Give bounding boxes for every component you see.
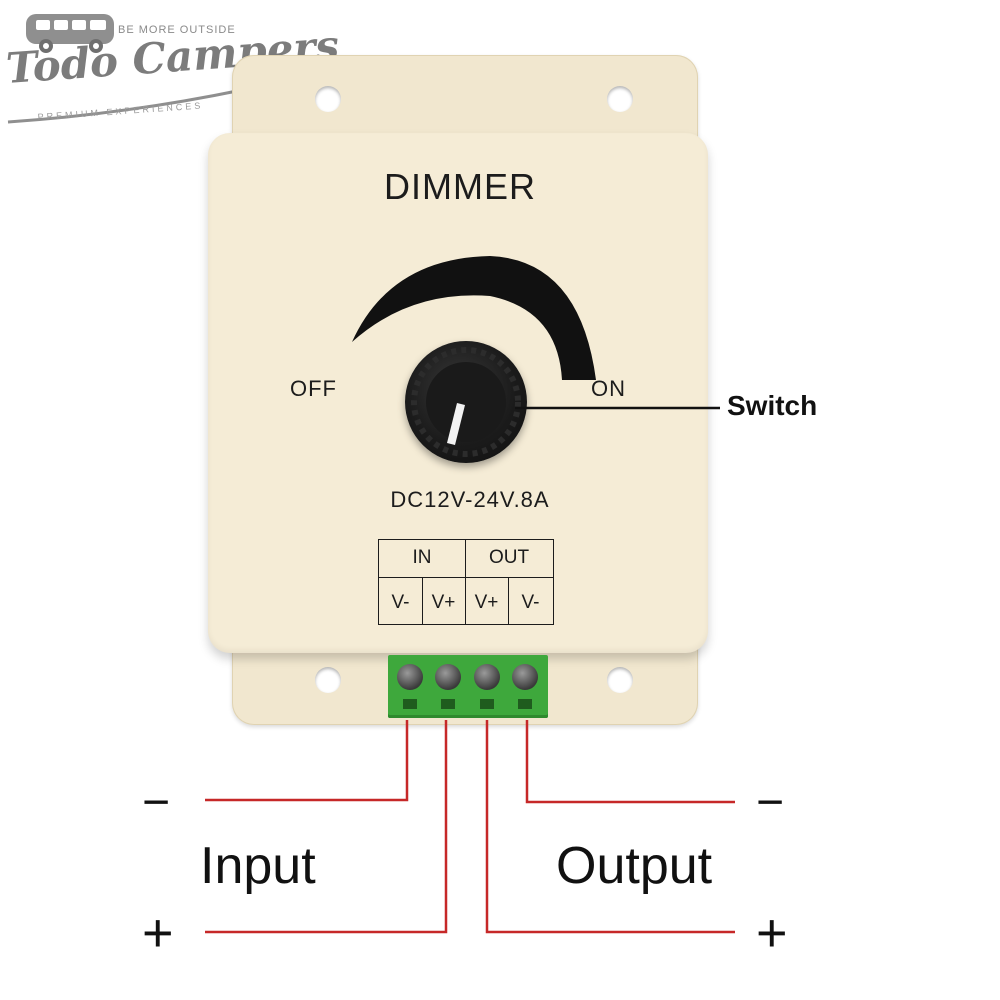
device-title: DIMMER bbox=[384, 166, 536, 207]
logo-tagline-top: BE MORE OUTSIDE bbox=[118, 24, 236, 36]
dimmer-knob[interactable] bbox=[405, 341, 527, 463]
table-divider bbox=[508, 577, 509, 624]
screw-terminal-block bbox=[388, 655, 548, 718]
output-negative-wire bbox=[525, 720, 735, 804]
screw-icon bbox=[512, 664, 538, 690]
knob-indicator bbox=[447, 403, 465, 445]
screw-icon bbox=[435, 664, 461, 690]
off-label: OFF bbox=[290, 376, 337, 401]
logo-swoosh bbox=[7, 88, 243, 124]
switch-label: Switch bbox=[727, 390, 818, 421]
screw-icon bbox=[474, 664, 500, 690]
pin-label: V- bbox=[521, 592, 540, 613]
brand-logo: BE MORE OUTSIDE Todo Campers PREMIUM EXP… bbox=[0, 0, 341, 150]
out-group-label: OUT bbox=[488, 547, 530, 568]
wire-slot bbox=[518, 699, 532, 709]
input-minus-sign: − bbox=[142, 776, 171, 829]
wire-slot bbox=[403, 699, 417, 709]
output-plus-sign: + bbox=[756, 903, 788, 963]
input-label: Input bbox=[200, 837, 316, 895]
input-plus-sign: + bbox=[142, 903, 174, 963]
pin-label: V+ bbox=[431, 592, 456, 613]
mounting-hole-bottom-right bbox=[607, 667, 633, 693]
input-positive-wire bbox=[205, 720, 448, 934]
switch-callout-line bbox=[515, 406, 720, 410]
screw-icon bbox=[397, 664, 423, 690]
wire-slot bbox=[480, 699, 494, 709]
terminal-label-table: IN OUT V- V+ V+ V- bbox=[378, 539, 554, 625]
in-group-label: IN bbox=[412, 547, 432, 568]
mounting-hole-top-left bbox=[315, 86, 341, 112]
output-minus-sign: − bbox=[756, 776, 785, 829]
pin-label: V- bbox=[391, 592, 410, 613]
output-label: Output bbox=[556, 837, 713, 895]
camper-van-icon bbox=[26, 14, 114, 53]
table-divider bbox=[422, 577, 423, 624]
voltage-rating: DC12V-24V.8A bbox=[390, 487, 550, 512]
table-divider-horizontal bbox=[379, 577, 553, 578]
output-positive-wire bbox=[485, 720, 735, 934]
knob-grip-icon bbox=[411, 347, 521, 457]
dimmer-scale-arc bbox=[352, 256, 596, 380]
mounting-hole-bottom-left bbox=[315, 667, 341, 693]
table-divider-center bbox=[465, 540, 466, 624]
mounting-hole-top-right bbox=[607, 86, 633, 112]
on-label: ON bbox=[591, 376, 626, 401]
input-negative-wire bbox=[205, 720, 409, 802]
wire-slot bbox=[441, 699, 455, 709]
pin-label: V+ bbox=[474, 592, 499, 613]
